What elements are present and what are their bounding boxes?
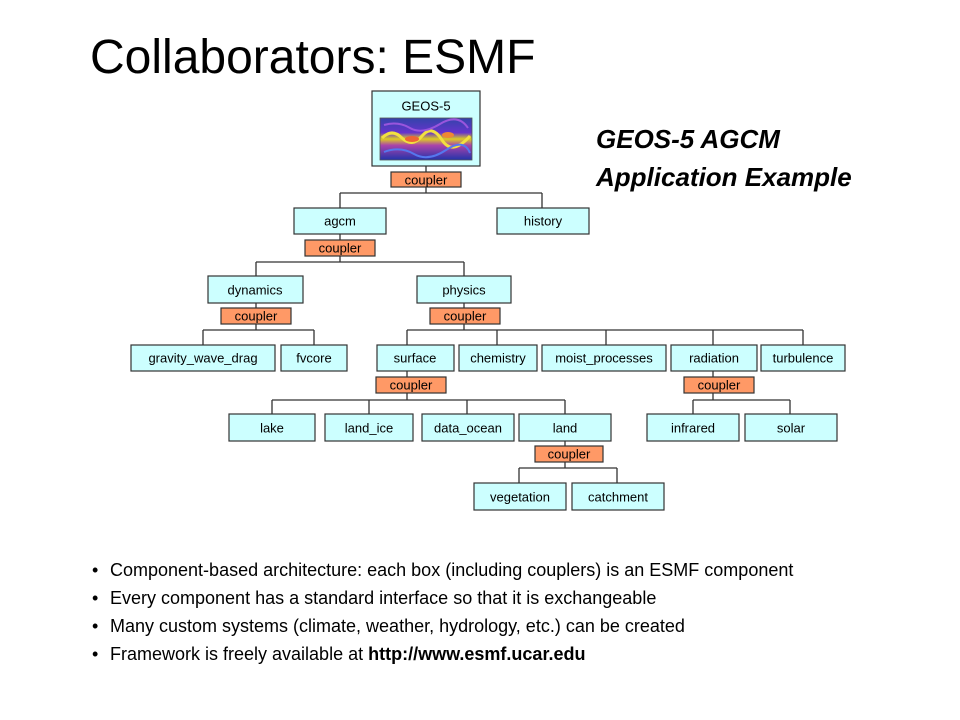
node-history-label: history [524,214,563,229]
node-chemistry-label: chemistry [470,351,526,366]
node-catchment-label: catchment [588,490,648,505]
node-catchment: catchment [571,482,665,511]
coupler-radiation: coupler [683,376,755,394]
node-moist-processes-label: moist_processes [555,351,653,366]
node-land-ice-label: land_ice [345,421,393,436]
node-turbulence: turbulence [760,344,846,372]
diagram-subtitle: GEOS-5 AGCM Application Example [596,120,852,196]
node-surface: surface [376,344,455,372]
node-physics-label: physics [442,283,486,298]
node-land-label: land [553,421,578,436]
node-surface-label: surface [394,351,437,366]
bullet-text: Every component has a standard interface… [110,588,657,608]
coupler-agcm: coupler [304,239,376,257]
subtitle-line-1: GEOS-5 AGCM [596,124,780,154]
node-radiation: radiation [670,344,758,372]
bullet-item: Framework is freely available at http://… [92,640,793,668]
node-infrared-label: infrared [671,421,715,436]
node-agcm-label: agcm [324,214,356,229]
coupler-physics-label: coupler [444,309,487,324]
node-dynamics: dynamics [207,275,304,304]
subtitle-line-2: Application Example [596,162,852,192]
coupler-land: coupler [534,445,604,463]
node-dynamics-label: dynamics [228,283,283,298]
node-geos5: GEOS-5 [371,90,481,167]
node-gravity-wave-drag: gravity_wave_drag [130,344,276,372]
node-vegetation-label: vegetation [490,490,550,505]
node-land: land [518,413,612,442]
bullet-item: Every component has a standard interface… [92,584,793,612]
coupler-geos5: coupler [390,171,462,188]
node-lake-label: lake [260,421,284,436]
bullet-list: Component-based architecture: each box (… [92,556,793,668]
bullet-text: Many custom systems (climate, weather, h… [110,616,685,636]
node-fvcore-label: fvcore [296,351,331,366]
node-agcm: agcm [293,207,387,235]
coupler-physics: coupler [429,307,501,325]
node-chemistry: chemistry [458,344,538,372]
coupler-dynamics-label: coupler [235,309,278,324]
node-turbulence-label: turbulence [773,351,834,366]
coupler-radiation-label: coupler [698,378,741,393]
bullet-text: Component-based architecture: each box (… [110,560,794,580]
node-history: history [496,207,590,235]
node-solar-label: solar [777,421,806,436]
node-land-ice: land_ice [324,413,414,442]
bullet-item: Many custom systems (climate, weather, h… [92,612,793,640]
node-vegetation: vegetation [473,482,567,511]
coupler-dynamics: coupler [220,307,292,325]
node-radiation-label: radiation [689,351,739,366]
esmf-url-link[interactable]: http://www.esmf.ucar.edu [368,644,586,664]
coupler-surface: coupler [375,376,447,394]
node-data-ocean-label: data_ocean [434,421,502,436]
node-data-ocean: data_ocean [421,413,515,442]
node-lake: lake [228,413,316,442]
coupler-agcm-label: coupler [319,241,362,256]
node-infrared: infrared [646,413,740,442]
globe-map-image [379,117,473,161]
coupler-land-label: coupler [548,447,591,462]
coupler-surface-label: coupler [390,378,433,393]
coupler-geos5-label: coupler [405,173,448,188]
node-moist-processes: moist_processes [541,344,667,372]
node-gravity-wave-drag-label: gravity_wave_drag [148,351,257,366]
node-fvcore: fvcore [280,344,348,372]
node-geos5-label: GEOS-5 [401,99,450,114]
slide-title: Collaborators: ESMF [90,31,536,84]
node-physics: physics [416,275,512,304]
node-solar: solar [744,413,838,442]
bullet-item: Component-based architecture: each box (… [92,556,793,584]
bullet-text: Framework is freely available at [110,644,369,664]
tree-connectors [202,166,804,483]
